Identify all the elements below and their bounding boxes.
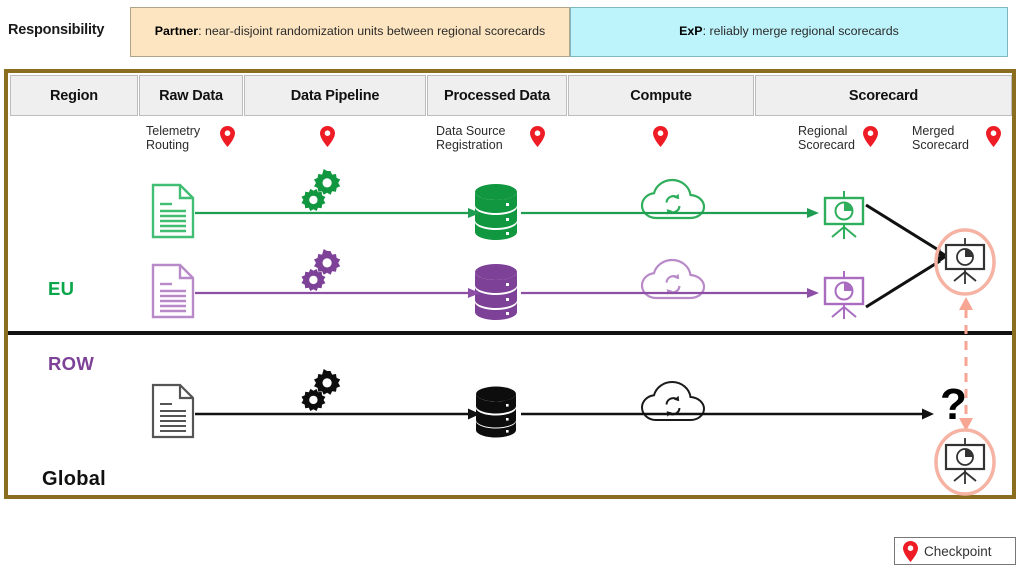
responsibility-cell-partner: Partner: near-disjoint randomization uni… [130,7,570,57]
table-header-row: Region Raw Data Data Pipeline Processed … [8,73,1012,118]
exp-owner-label: ExP [679,24,703,39]
raw-data-document-icon-global [151,383,195,439]
checkpoint-label-merged-scorecard: Merged Scorecard [912,124,969,152]
regional-global-divider [8,331,1012,335]
exp-description: : reliably merge regional scorecards [702,24,899,39]
column-header-data-pipeline: Data Pipeline [244,75,426,116]
compute-cloud-sync-icon-row [640,257,706,303]
flow-arrow-row-raw-to-processed [195,287,480,299]
global-scorecard-icon [933,428,997,496]
partner-description: : near-disjoint randomization units betw… [198,24,546,39]
responsibility-banner: Responsibility Partner: near-disjoint ra… [0,4,1024,62]
flow-arrow-global-raw-to-processed [195,408,480,420]
checkpoint-label-telemetry-routing: Telemetry Routing [146,124,201,152]
checkpoint-pin-compute [653,126,668,147]
merge-question-connector [956,295,976,433]
raw-data-document-icon-row [151,263,195,319]
regional-scorecard-icon-row [820,269,868,321]
flow-arrow-eu-raw-to-processed [195,207,480,219]
merge-question-mark: ? [940,380,967,429]
checkpoint-pin-merged-scorecard [986,126,1001,147]
column-header-compute: Compute [568,75,754,116]
merged-scorecard-icon [933,228,997,296]
processed-data-database-icon-global [473,386,519,438]
partner-owner-label: Partner [154,24,199,39]
region-label-row: ROW [48,353,95,374]
flow-arrow-row-processed-to-scorecard [521,287,819,299]
checkpoint-label-regional-scorecard: Regional Scorecard [798,124,855,152]
responsibility-cell-exp: ExP: reliably merge regional scorecards [570,7,1008,57]
column-header-scorecard: Scorecard [755,75,1012,116]
responsibility-label: Responsibility [8,22,105,38]
regional-scorecard-icon-eu [820,189,868,241]
legend-checkpoint-label: Checkpoint [924,543,992,559]
checkpoint-pin-regional-scorecard [863,126,878,147]
diagram-frame: Region Raw Data Data Pipeline Processed … [4,69,1016,565]
checkpoint-pin-icon [903,540,918,562]
legend-checkpoint: Checkpoint [894,537,1016,565]
processed-data-database-icon-eu [473,183,519,241]
processed-data-database-icon-row [473,263,519,321]
column-header-region: Region [10,75,138,116]
data-pipeline-gears-icon-global [299,369,349,417]
flow-arrow-eu-processed-to-scorecard [521,207,819,219]
flow-arrow-global-processed-to-scorecard [521,408,934,420]
raw-data-document-icon-eu [151,183,195,239]
checkpoint-label-data-source-registration: Data Source Registration [436,124,506,152]
column-header-raw-data: Raw Data [139,75,243,116]
data-pipeline-gears-icon-eu [299,169,349,217]
checkpoint-pin-data-source-registration [530,126,545,147]
data-pipeline-gears-icon-row [299,249,349,297]
checkpoint-pin-data-pipeline [320,126,335,147]
region-label-global: Global [42,468,107,490]
checkpoint-pin-telemetry-routing [220,126,235,147]
column-header-processed-data: Processed Data [427,75,567,116]
region-label-eu: EU [48,278,75,299]
